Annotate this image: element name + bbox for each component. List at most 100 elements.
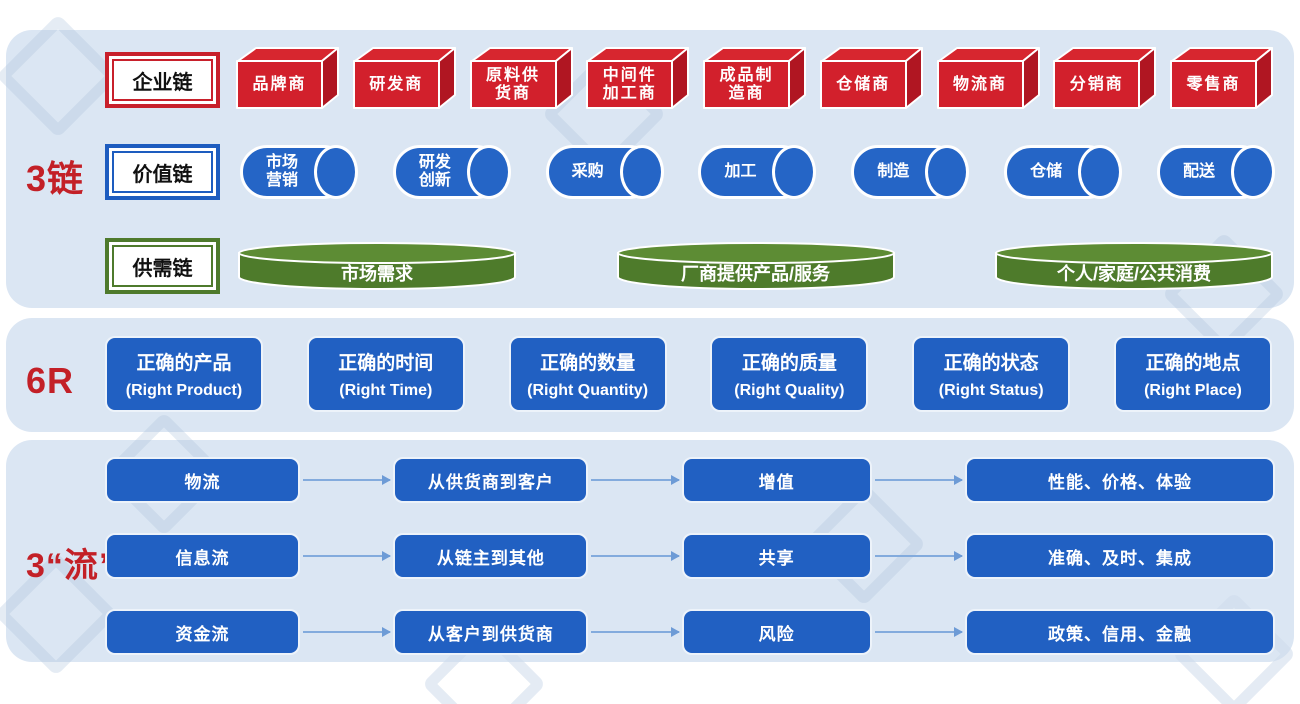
enterprise-node: 研发商 (352, 46, 458, 110)
arrow-right-icon (591, 475, 680, 485)
flow-node: 信息流 (105, 533, 300, 579)
six-r-en-label: (Right Quantity) (527, 382, 649, 399)
value-node: 配送 (1156, 145, 1275, 199)
enterprise-node-label: 仓储商 (836, 75, 891, 93)
enterprise-node: 物流商 (936, 46, 1042, 110)
enterprise-node-label: 品牌商 (252, 75, 307, 93)
supply-demand-chain-label: 供需链 (105, 238, 220, 294)
flow-node: 准确、及时、集成 (964, 533, 1275, 579)
enterprise-chain-label: 企业链 (105, 52, 220, 108)
disk-icon (995, 242, 1273, 290)
flow-row-logistics: 物流 从供货商到客户 增值 性能、价格、体验 (105, 457, 1275, 503)
enterprise-node: 分销商 (1052, 46, 1158, 110)
arrow-right-icon (874, 627, 964, 637)
value-node-label: 制造 (877, 163, 910, 181)
value-node-label: 仓储 (1030, 163, 1063, 181)
flow-node: 资金流 (105, 609, 300, 655)
cylinder-cap (772, 145, 817, 199)
six-r-node: 正确的质量 (Right Quality) (710, 336, 869, 412)
box-3d-icon (236, 47, 339, 109)
flow-node: 从链主到其他 (393, 533, 589, 579)
box-3d-icon (586, 47, 690, 109)
box-3d-icon (352, 47, 456, 109)
cylinder-cap (1230, 145, 1275, 199)
arrow-right-icon (303, 627, 392, 637)
six-r-cn-label: 正确的产品 (136, 353, 232, 374)
six-r-cn-label: 正确的状态 (943, 353, 1039, 374)
six-r-en-label: (Right Place) (1144, 382, 1242, 399)
six-r-row: 正确的产品 (Right Product) 正确的时间 (Right Time)… (105, 336, 1272, 412)
disk-top (238, 242, 516, 264)
section-label-three-flows: 3“流” (26, 547, 117, 585)
disk-top (995, 242, 1273, 264)
enterprise-node: 中间件 加工商 (585, 46, 691, 110)
enterprise-node-label: 原料供 货商 (485, 66, 540, 102)
six-r-en-label: (Right Time) (339, 382, 433, 399)
arrow-right-icon (874, 551, 964, 561)
cylinder-cap (314, 145, 358, 199)
cylinder-cap (925, 145, 970, 199)
value-chain-row: 市场 营销 研发 创新 采购 加工 制造 (240, 145, 1275, 199)
enterprise-node-label: 分销商 (1069, 75, 1124, 93)
value-node-label: 研发 创新 (418, 154, 451, 189)
box-front-face (586, 60, 674, 109)
box-front-face (819, 60, 907, 109)
supply-demand-node-label: 市场需求 (341, 264, 413, 284)
arrow-right-icon (591, 627, 680, 637)
value-node-label: 市场 营销 (265, 154, 298, 189)
six-r-en-label: (Right Status) (938, 382, 1044, 399)
six-r-cn-label: 正确的时间 (338, 353, 434, 374)
enterprise-node-label: 研发商 (369, 75, 424, 93)
six-r-en-label: (Right Quality) (734, 382, 845, 399)
supply-demand-node: 个人/家庭/公共消费 (994, 240, 1274, 292)
box-front-face (703, 60, 790, 109)
box-front-face (936, 60, 1024, 109)
supply-demand-node-label: 厂商提供产品/服务 (680, 264, 830, 284)
cylinder-cap (1078, 145, 1123, 199)
enterprise-node: 原料供 货商 (469, 46, 575, 110)
six-r-node: 正确的时间 (Right Time) (306, 336, 465, 412)
six-r-node: 正确的状态 (Right Status) (912, 336, 1071, 412)
enterprise-node-label: 成品制 造商 (719, 66, 774, 102)
disk-icon (616, 242, 895, 290)
enterprise-node: 仓储商 (819, 46, 925, 110)
panel-three-flows: 3“流” 物流 从供货商到客户 增值 性能、价格、体验 信息流 从链主到其他 共… (6, 440, 1294, 662)
enterprise-node-label: 零售商 (1186, 75, 1241, 93)
box-front-face (236, 60, 323, 109)
six-r-cn-label: 正确的质量 (741, 353, 837, 374)
value-node: 仓储 (1004, 145, 1123, 199)
supply-demand-node: 市场需求 (237, 240, 517, 292)
cylinder-cap (466, 145, 511, 199)
panel-three-chains: 3链 企业链 品牌商 研发商 (6, 30, 1294, 308)
box-front-face (352, 60, 440, 109)
enterprise-node: 成品制 造商 (702, 46, 808, 110)
value-node-label: 配送 (1182, 163, 1215, 181)
value-node-label: 采购 (571, 163, 604, 181)
flow-row-information: 信息流 从链主到其他 共享 准确、及时、集成 (105, 533, 1275, 579)
disk-icon (238, 242, 516, 290)
value-node: 研发 创新 (392, 145, 511, 199)
box-front-face (1053, 60, 1141, 109)
box-3d-icon (1170, 47, 1273, 109)
box-3d-icon (703, 47, 806, 109)
box-front-face (469, 60, 557, 109)
enterprise-node-label: 物流商 (952, 75, 1007, 93)
flow-node: 从供货商到客户 (393, 457, 589, 503)
six-r-cn-label: 正确的数量 (540, 353, 636, 374)
enterprise-node-label: 中间件 加工商 (602, 66, 657, 102)
enterprise-node: 零售商 (1169, 46, 1275, 110)
supply-demand-node-label: 个人/家庭/公共消费 (1056, 264, 1211, 284)
flow-node: 风险 (681, 609, 872, 655)
enterprise-node: 品牌商 (235, 46, 341, 110)
value-chain-label: 价值链 (105, 144, 220, 200)
value-node-label: 加工 (724, 163, 757, 181)
arrow-right-icon (874, 475, 964, 485)
box-3d-icon (1053, 47, 1157, 109)
six-r-cn-label: 正确的地点 (1145, 353, 1241, 374)
flow-node: 从客户到供货商 (393, 609, 589, 655)
flow-node: 性能、价格、体验 (964, 457, 1275, 503)
box-3d-icon (819, 47, 923, 109)
flow-node: 共享 (681, 533, 872, 579)
box-3d-icon (936, 47, 1040, 109)
